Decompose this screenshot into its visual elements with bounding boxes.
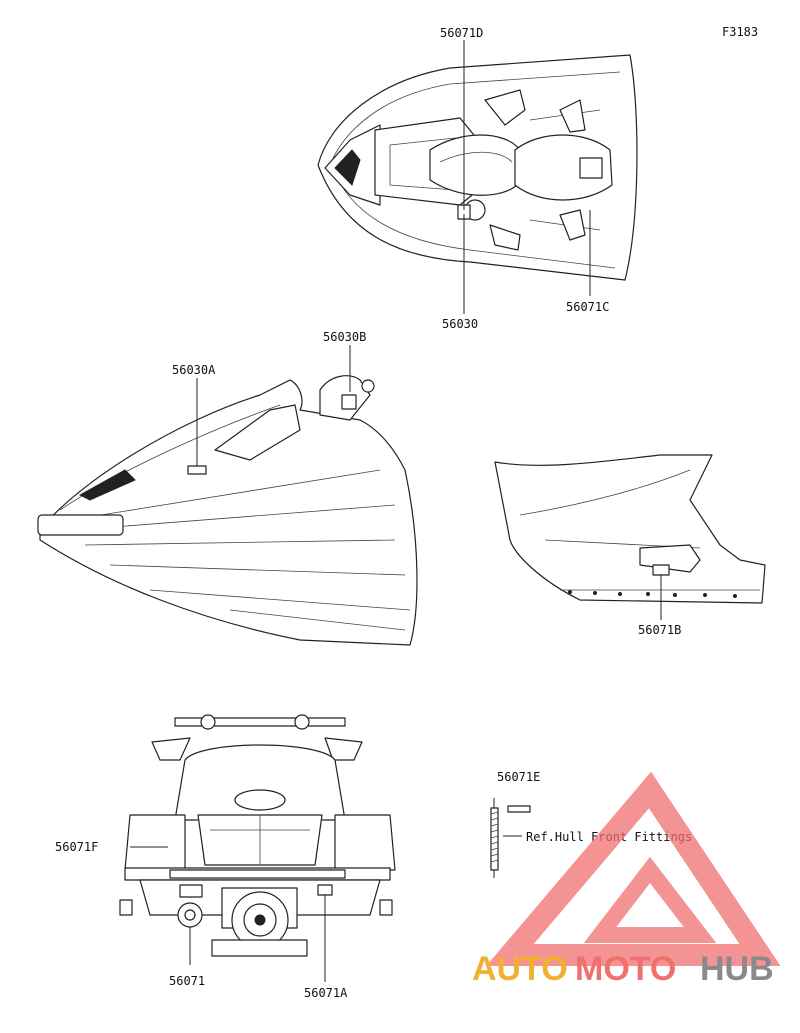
- label-56071F: 56071F: [55, 840, 98, 854]
- label-56071E: 56071E: [497, 770, 540, 784]
- stern-view-illustration: [119, 714, 396, 957]
- label-56071A: 56071A: [304, 986, 348, 1000]
- label-56030B: 56030B: [323, 330, 366, 344]
- label-56071: 56071: [169, 974, 205, 988]
- watermark-text-moto: MOTO: [575, 950, 676, 988]
- watermark-logo: [486, 771, 781, 966]
- figure-code: F3183: [722, 25, 758, 39]
- fitting-illustration: [490, 798, 531, 878]
- watermark-text-hub: HUB: [700, 950, 774, 988]
- label-56030: 56030: [442, 317, 478, 331]
- watermark-text-auto: AUTO: [472, 950, 568, 988]
- top-view-illustration: [317, 54, 638, 281]
- rear-side-illustration: [494, 454, 766, 604]
- label-56071D: 56071D: [440, 26, 483, 40]
- label-56071C: 56071C: [566, 300, 609, 314]
- label-56030A: 56030A: [172, 363, 216, 377]
- side-view-illustration: [37, 375, 418, 646]
- label-56071B: 56071B: [638, 623, 681, 637]
